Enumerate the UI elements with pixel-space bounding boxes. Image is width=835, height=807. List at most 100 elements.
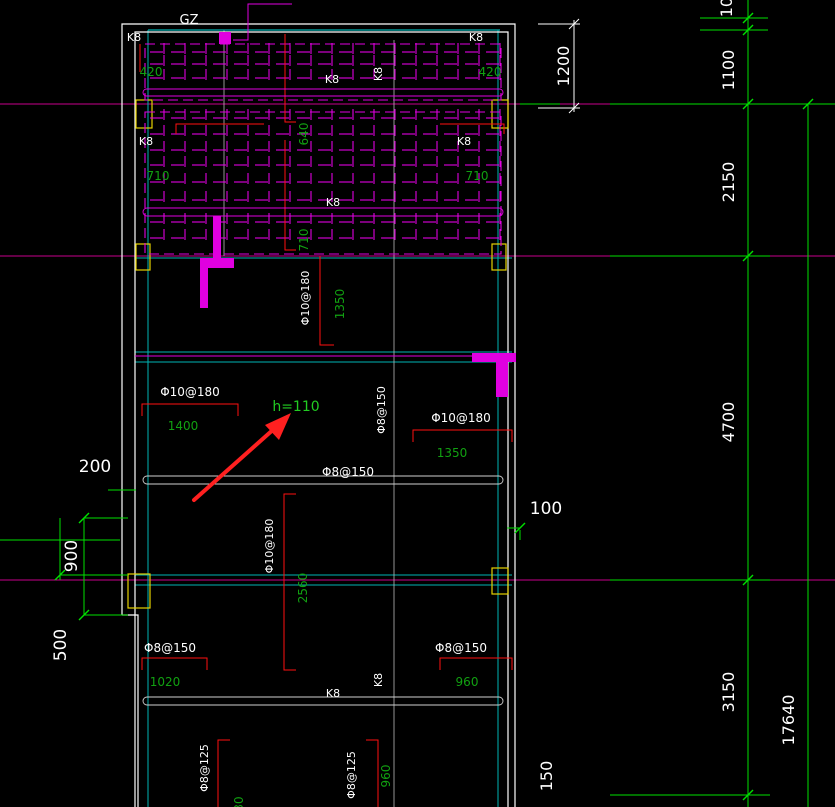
dim-tick	[514, 522, 526, 534]
k8-label: K8	[469, 31, 483, 44]
column-mark	[135, 99, 153, 129]
dim-3150: 3150	[719, 672, 738, 713]
magenta-blocks	[200, 32, 516, 397]
long-bar	[142, 207, 504, 217]
rebar-spec: Φ8@125	[345, 751, 358, 799]
white-labels: GZ K8 K8 K8 K8 K8 K8 K8 K8 K8 Φ10@180 Φ1…	[127, 13, 491, 799]
walls	[121, 23, 516, 807]
dim-tick	[742, 98, 754, 110]
dim-150: 150	[537, 761, 556, 792]
mesh-zone-outline	[144, 43, 502, 101]
column-mark	[491, 243, 507, 271]
dim-100-top: 100	[717, 0, 736, 17]
dim-tick	[54, 569, 66, 581]
column-mark	[127, 573, 151, 609]
rebar-bar	[284, 140, 296, 251]
rebar-bar	[440, 123, 505, 134]
dim-tick	[742, 574, 754, 586]
length-label: 960	[456, 675, 479, 689]
gz-leader-line	[233, 3, 292, 41]
dim-tick	[802, 98, 814, 110]
dim-2150: 2150	[719, 162, 738, 203]
rebar-bar	[141, 403, 239, 416]
length-label: 30	[232, 796, 246, 807]
rebar-spec: Φ8@150	[144, 641, 196, 655]
dimension-texts: 1200 100 1100 2150 4700 3150 17640 150 2…	[51, 0, 798, 791]
gz-column-block	[219, 32, 231, 44]
slab-thickness-note: h=110	[272, 399, 319, 415]
grid-lines	[0, 30, 835, 807]
rebar-spec: Φ10@180	[263, 519, 276, 574]
bent-bar-block	[496, 353, 508, 397]
length-label: 1350	[437, 446, 468, 460]
rebar-spec: Φ8@150	[375, 386, 388, 434]
rebar-bar	[141, 657, 208, 670]
bent-bar-block	[200, 258, 208, 308]
dim-1200: 1200	[554, 46, 573, 87]
rebar-bar	[175, 123, 264, 134]
k8-label: K8	[326, 687, 340, 700]
dim-17640: 17640	[779, 695, 798, 746]
arrow-head	[265, 413, 291, 440]
dim-1200-lines	[538, 18, 580, 114]
rebar-bar	[319, 256, 334, 346]
length-label: 710	[466, 169, 489, 183]
arrow-shaft	[192, 426, 277, 502]
dim-200: 200	[79, 457, 111, 477]
length-label: 710	[147, 169, 170, 183]
length-label: 420	[479, 65, 502, 79]
dim-tick	[742, 250, 754, 262]
rebar-spec: Φ10@180	[299, 271, 312, 326]
dim-tick	[742, 789, 754, 801]
bent-bar-block	[213, 216, 221, 260]
length-label: 710	[297, 229, 311, 252]
rebar-bar	[366, 739, 379, 807]
rebar-spec: Φ10@180	[160, 385, 220, 399]
column-mark	[135, 243, 151, 271]
length-label: 2560	[296, 573, 310, 604]
k8-label: K8	[127, 31, 141, 44]
rebar-bar	[439, 657, 513, 670]
wall-inner	[134, 31, 509, 807]
annotation-arrow	[192, 413, 291, 502]
k8-label: K8	[372, 673, 385, 687]
top-rebar-mesh	[144, 43, 502, 255]
gz-label: GZ	[180, 13, 199, 28]
dim-1100: 1100	[719, 50, 738, 91]
dim-4700: 4700	[719, 402, 738, 443]
length-label: 1020	[150, 675, 181, 689]
length-labels: 420 420 640 710 710 710 1350 1400 1350 2…	[140, 65, 502, 807]
rebar-bar	[412, 429, 513, 442]
k8-label: K8	[139, 135, 153, 148]
rebar-bar	[284, 34, 296, 123]
bent-bar-block	[472, 353, 516, 362]
long-bar	[142, 696, 504, 706]
long-bars	[135, 88, 512, 706]
length-label: 1350	[333, 289, 347, 320]
dim-tick	[78, 512, 90, 524]
dim-tick	[568, 18, 580, 30]
rebar-spec: Φ8@125	[198, 744, 211, 792]
rebar-spec: Φ8@150	[435, 641, 487, 655]
k8-label: K8	[372, 67, 385, 81]
dim-900: 900	[62, 540, 82, 572]
rebar-bar	[217, 739, 230, 807]
rebar-spec: Φ8@150	[322, 465, 374, 479]
dim-tick	[568, 102, 580, 114]
dim-500: 500	[51, 629, 71, 661]
length-label: 420	[140, 65, 163, 79]
k8-label: K8	[325, 73, 339, 86]
column-mark	[491, 567, 509, 595]
long-bar	[142, 88, 504, 97]
dim-tick	[742, 24, 754, 36]
bottom-rebars	[139, 34, 513, 807]
gz-leader	[233, 3, 292, 41]
k8-label: K8	[457, 135, 471, 148]
rebar-spec: Φ10@180	[431, 411, 491, 425]
dim-tick	[78, 609, 90, 621]
length-label: 960	[379, 765, 393, 788]
k8-label: K8	[326, 196, 340, 209]
long-bar	[142, 475, 504, 485]
